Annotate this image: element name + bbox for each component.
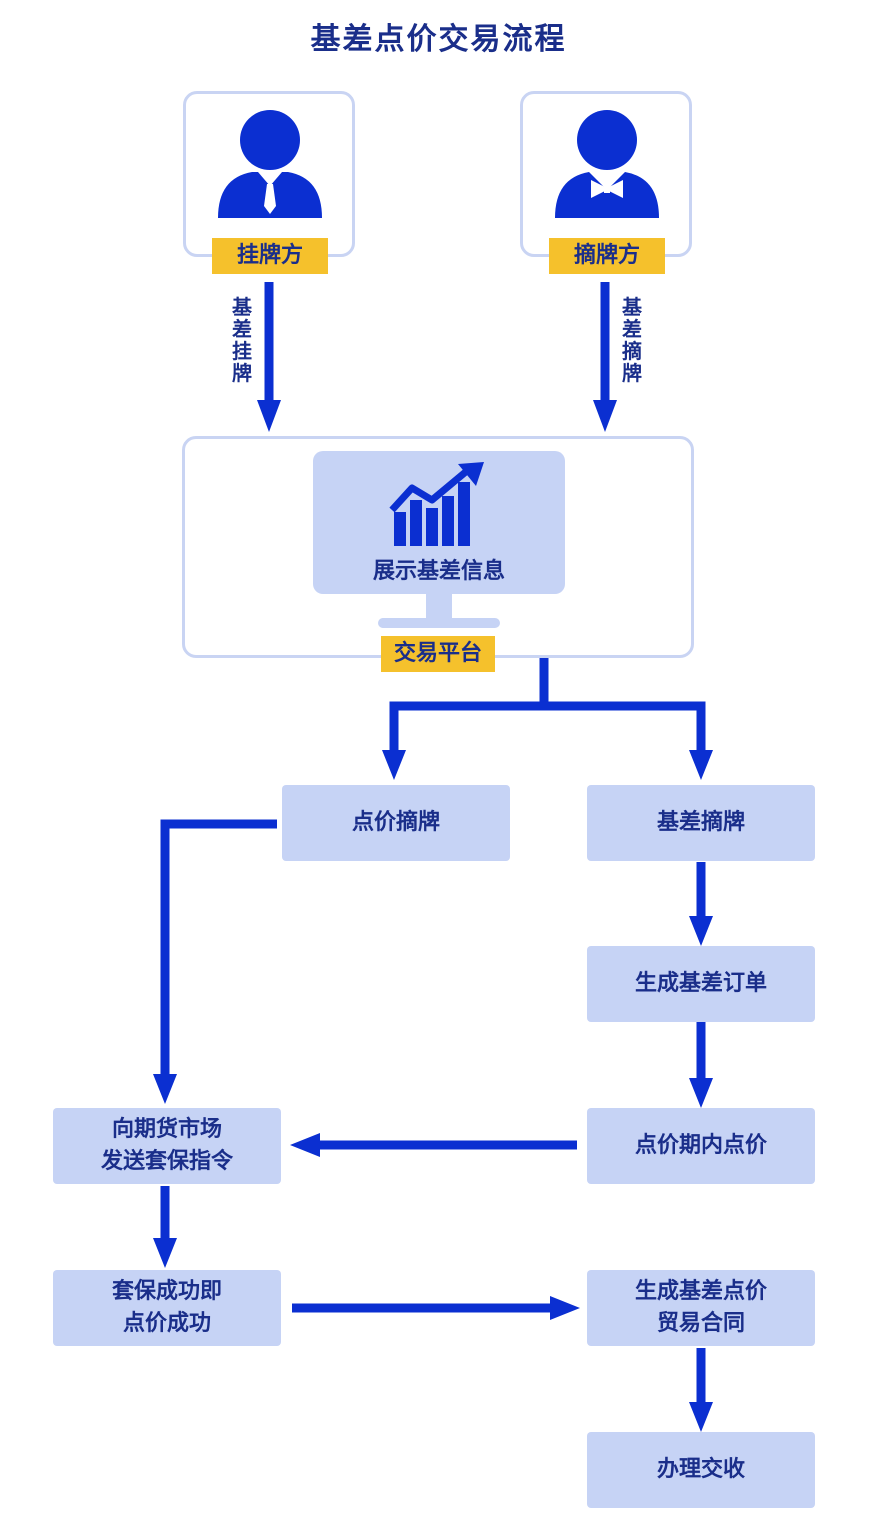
step-pricing-in-period: 点价期内点价 [587, 1108, 815, 1184]
delister-tag: 摘牌方 [549, 238, 665, 274]
person-tie-icon [218, 110, 322, 218]
platform-screen-text: 展示基差信息 [372, 559, 505, 584]
monitor-base [378, 618, 500, 628]
basis-listing-label: 基差挂牌 [232, 295, 252, 385]
platform-tag: 交易平台 [381, 636, 495, 672]
chart-up-icon [389, 462, 484, 546]
step-basis-delist: 基差摘牌 [587, 785, 815, 861]
lister-tag: 挂牌方 [212, 238, 328, 274]
page-title: 基差点价交易流程 [310, 22, 567, 57]
step-gen-contract: 生成基差点价 贸易合同 [587, 1270, 815, 1346]
step-delivery: 办理交收 [587, 1432, 815, 1508]
step-hedge-success: 套保成功即 点价成功 [53, 1270, 281, 1346]
step-send-hedge: 向期货市场 发送套保指令 [53, 1108, 281, 1184]
monitor-screen [313, 451, 565, 594]
monitor-stand [426, 594, 452, 618]
step-gen-basis-order: 生成基差订单 [587, 946, 815, 1022]
step-pricing-delist: 点价摘牌 [282, 785, 510, 861]
basis-delisting-label: 基差摘牌 [622, 295, 642, 385]
person-bowtie-icon [555, 110, 659, 218]
